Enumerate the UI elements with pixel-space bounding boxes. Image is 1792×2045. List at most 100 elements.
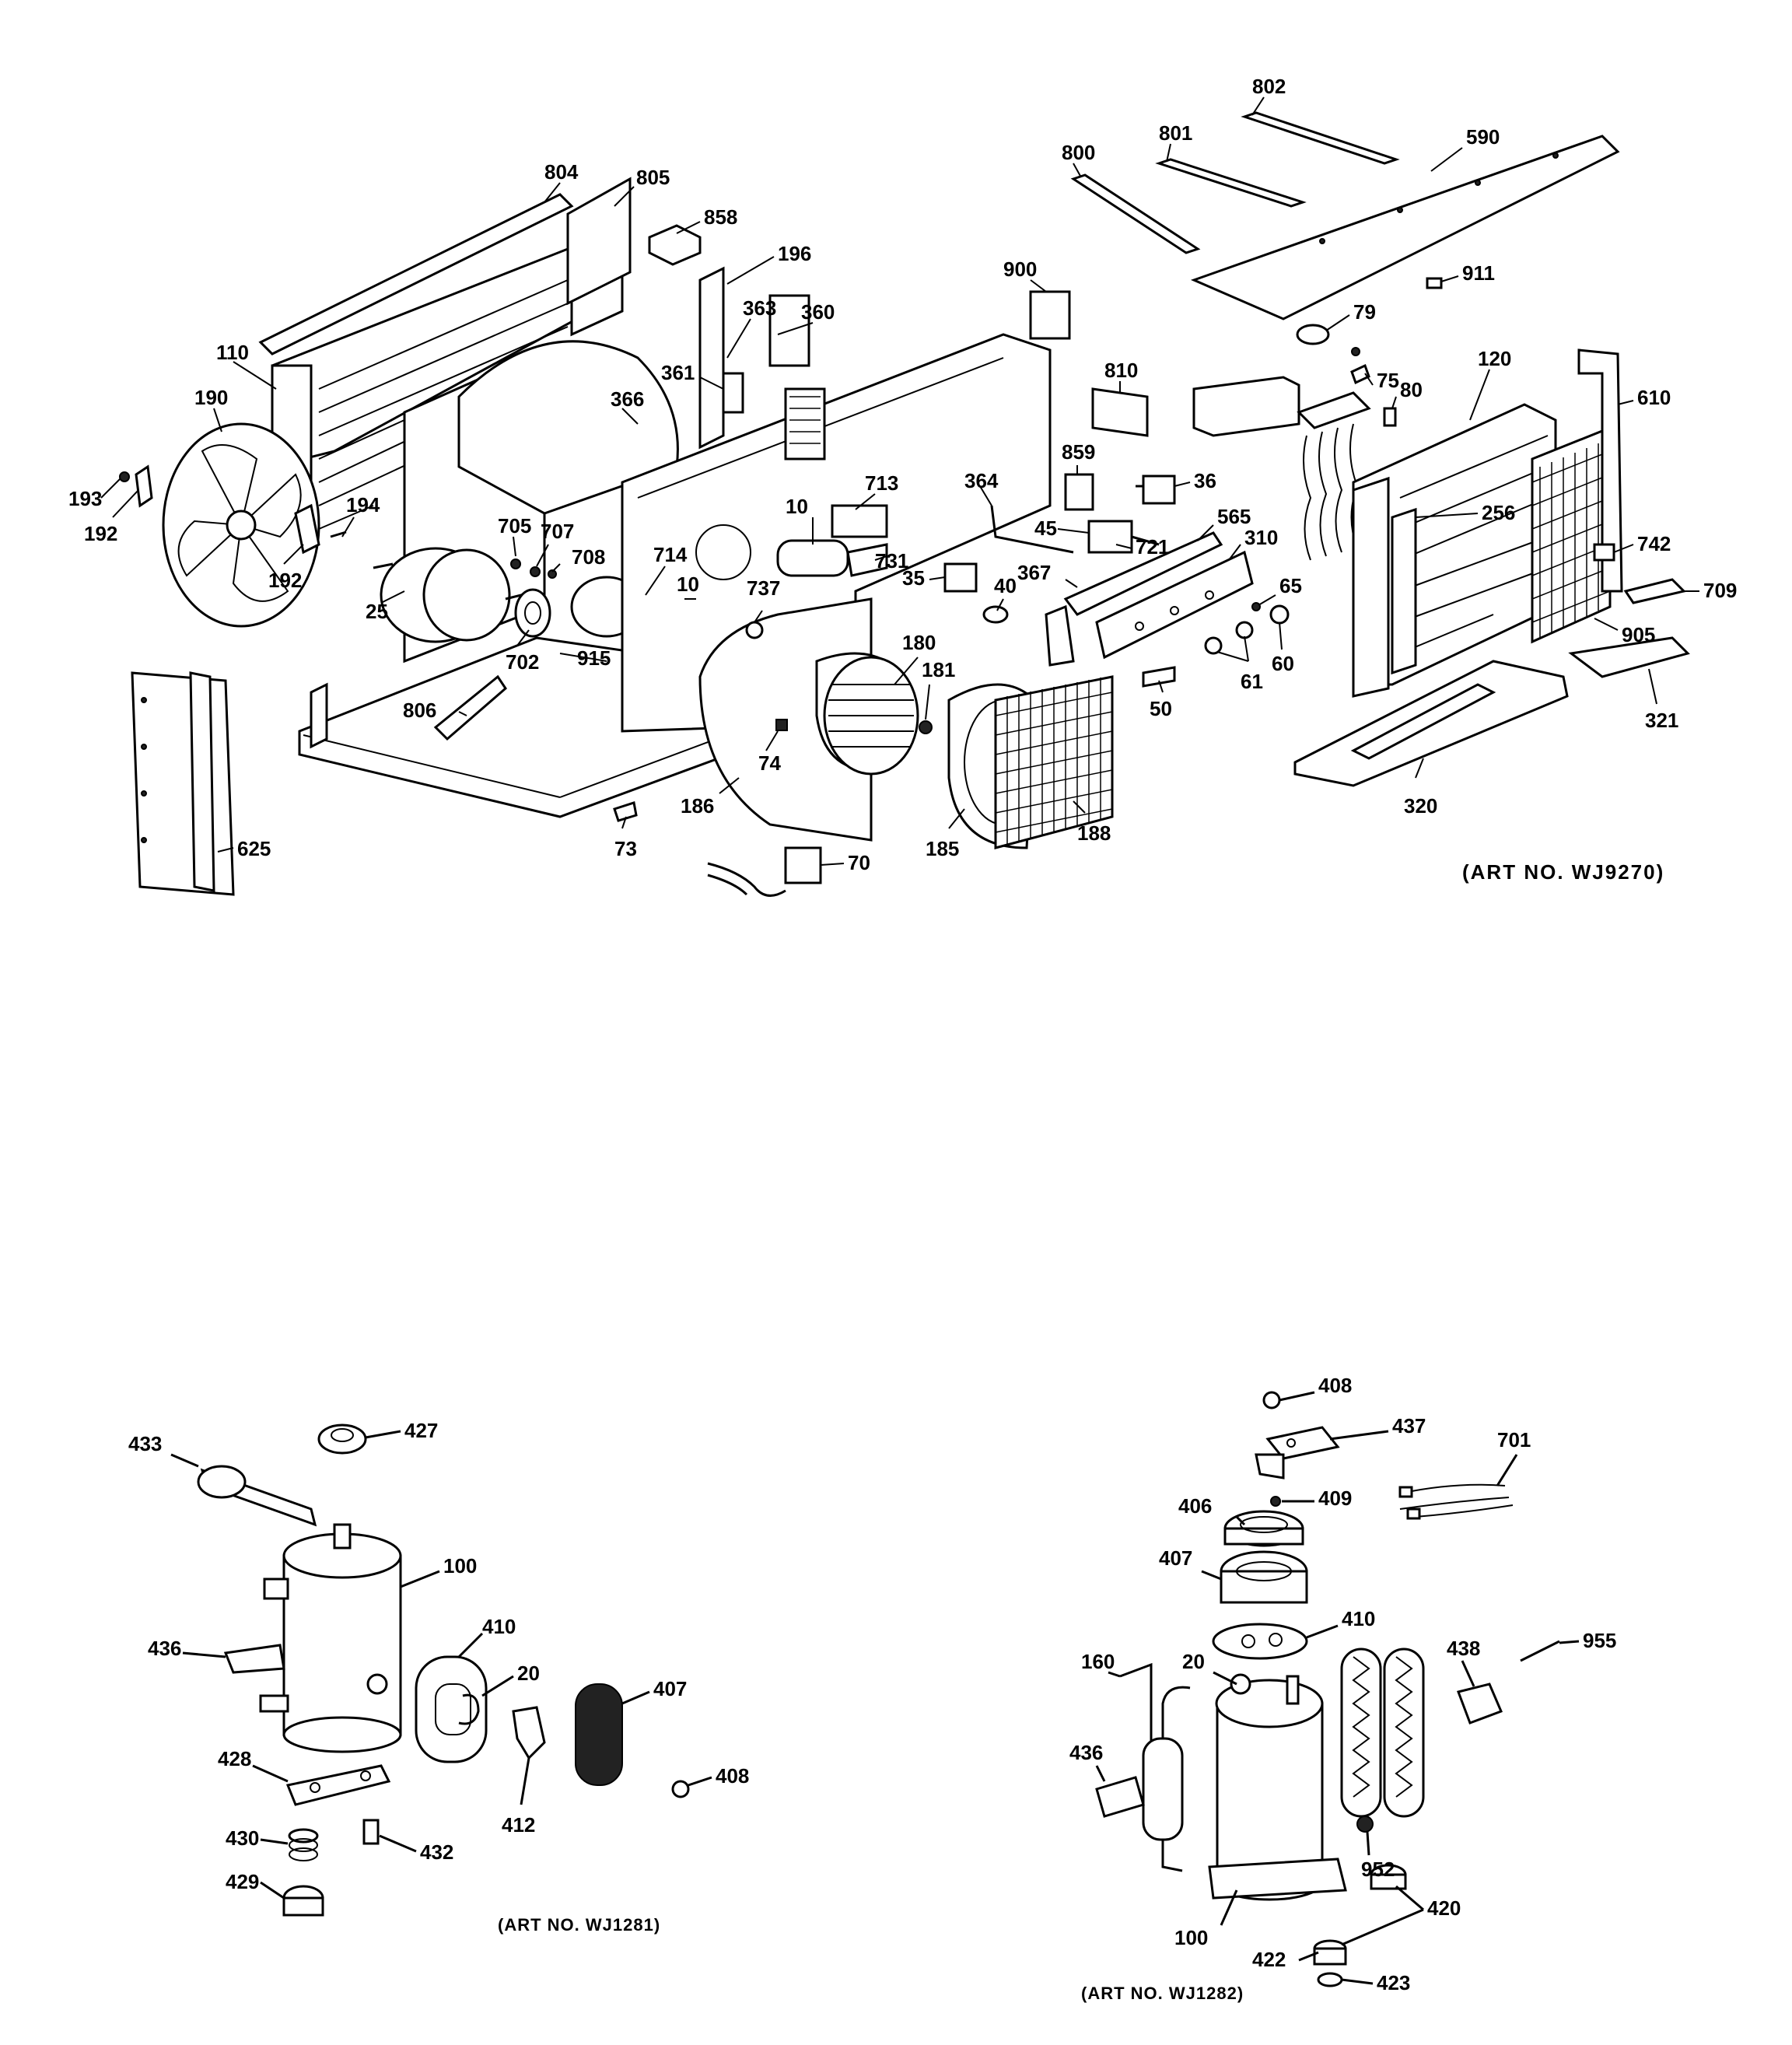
nut-408 [1262,1391,1281,1409]
callout: 75 [1377,369,1399,392]
condenser-fan [162,422,320,628]
nut-small [1351,347,1360,356]
callout: 181 [922,658,955,681]
screw-955 [1520,1640,1560,1662]
control-plate-310 [1095,550,1254,660]
callout: 713 [865,471,898,495]
callout: 590 [1466,125,1500,149]
callout: 79 [1353,300,1376,324]
chassis-assembly-diagram: 804 805 858 196 363 360 361 366 110 190 … [68,75,1737,897]
callout: 60 [1272,652,1294,675]
clip-50 [1142,666,1176,688]
callout: 256 [1482,501,1515,524]
callout: 40 [994,574,1017,597]
knob-60 [1269,604,1290,625]
rail-800 [1070,173,1201,254]
callout: 428 [218,1747,251,1770]
callout: 185 [926,837,959,860]
clip-742 [1593,543,1615,562]
switch-45 [1087,520,1160,554]
filter-mesh-small [784,387,826,460]
leader-lines-top [100,96,1699,866]
callout: 810 [1104,359,1138,382]
cover-406 [1223,1510,1304,1547]
callout: 701 [1497,1428,1531,1451]
compressor-100 [259,1523,402,1753]
callout: 714 [653,543,688,566]
compressor-assembly-wj1281: 427 433 100 436 410 20 407 408 412 428 4… [128,1419,749,1935]
callout: 45 [1034,517,1057,540]
leader-lines-wj1281 [170,1430,712,1900]
callout: 610 [1637,386,1671,409]
callout: 192 [268,569,302,592]
callout: 70 [848,851,870,874]
fan-screw [330,531,347,538]
inlet-grille [994,675,1114,849]
knob-61 [1204,636,1223,655]
callout: 120 [1478,347,1511,370]
callout: 702 [506,650,539,674]
gasket-410 [415,1655,488,1763]
callout: 859 [1062,440,1095,464]
wire-harness-701 [1398,1483,1514,1520]
callout: 110 [216,341,249,364]
callouts-wj1281: 427 433 100 436 410 20 407 408 412 428 4… [128,1419,749,1893]
callout: 194 [346,493,380,517]
gasket-410 [1212,1623,1308,1660]
cover-407 [1220,1550,1308,1604]
bracket-731 [846,543,888,577]
callout: 363 [743,296,776,320]
callouts-top: 804 805 858 196 363 360 361 366 110 190 … [68,75,1737,874]
callout: 708 [572,545,605,569]
callout: 802 [1252,75,1286,98]
capacitor-10 [776,504,888,577]
callout: 65 [1279,574,1302,597]
plate-428 [285,1764,391,1806]
grommet-737 [745,621,764,639]
callout: 438 [1447,1637,1480,1660]
callout: 436 [148,1637,181,1660]
compressor-100 [1208,1675,1347,1901]
control-block-900 [1029,290,1071,340]
callout: 196 [778,242,811,265]
callout: 80 [1400,378,1423,401]
callout: 364 [964,469,999,492]
callout: 436 [1069,1741,1103,1764]
callout: 432 [420,1840,453,1864]
clip-412 [512,1706,546,1760]
clip-911 [1426,277,1443,289]
bracket-433 [197,1465,317,1527]
callout: 709 [1703,579,1737,602]
duct-top [1192,376,1300,437]
wire-364 [990,505,1074,554]
leader-lines-wj1282 [1095,1391,1580,1985]
callout: 406 [1178,1494,1212,1518]
bracket-436 [1095,1776,1145,1818]
nut-408 [671,1780,690,1798]
callout: 731 [875,549,908,573]
callout: 20 [517,1662,540,1685]
callout: 737 [747,576,780,600]
switch-35 [943,562,978,593]
callout: 412 [502,1813,535,1837]
blower-wheel [823,656,919,776]
grommet-79 [1296,324,1330,345]
fan-hub-bracket [294,503,320,555]
callout: 50 [1150,697,1172,720]
callout: 433 [128,1432,162,1455]
callout: 705 [498,514,531,538]
callout: 366 [611,387,644,411]
side-panel-625 [131,671,235,896]
callout: 422 [1252,1948,1286,1971]
callout: 367 [1017,561,1051,584]
callout: 10 [786,495,808,518]
evaporator-coil [1352,403,1557,698]
drain-pan [1293,660,1569,787]
relay-859 [1064,473,1094,511]
coil-top-bracket [258,193,574,355]
callout: 409 [1318,1486,1352,1510]
cover-407 [575,1683,623,1786]
callout: 911 [1462,261,1495,285]
callout: 429 [226,1870,259,1893]
